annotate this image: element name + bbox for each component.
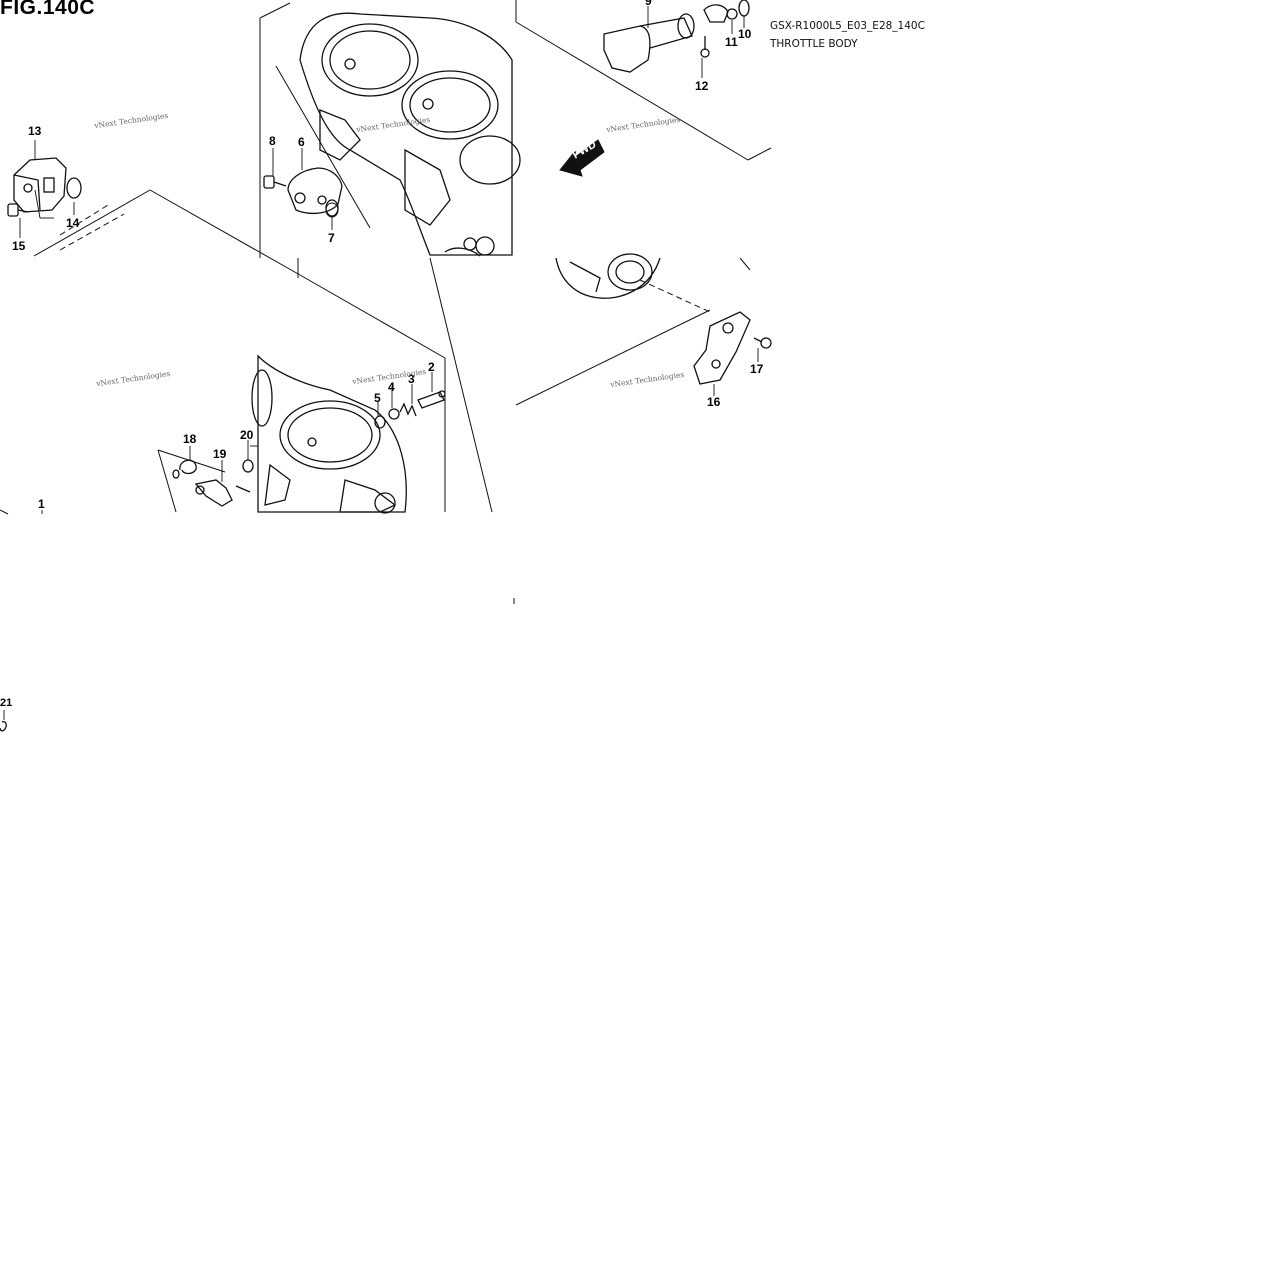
callout-1: 1	[38, 497, 45, 511]
o-ring-5	[374, 415, 386, 429]
panel-border-line	[515, 21, 749, 161]
callout-17: 17	[750, 362, 764, 376]
panel-border-line	[515, 309, 711, 406]
screw-8	[263, 175, 287, 189]
callout-20: 20	[240, 428, 254, 442]
callout-5: 5	[374, 391, 381, 405]
sensor-6	[287, 167, 343, 217]
callout-11: 11	[725, 35, 738, 49]
throttle-body-lower-part	[251, 354, 407, 514]
callout-10: 10	[738, 27, 752, 41]
throttle-body-upper-part	[299, 12, 521, 257]
callout-12: 12	[695, 79, 709, 93]
washer-4	[388, 408, 400, 420]
washer-20	[235, 459, 254, 493]
screw-15	[7, 203, 29, 217]
o-ring-7	[325, 202, 339, 218]
panel-border-line	[299, 274, 446, 359]
callout-9: 9	[645, 0, 652, 8]
spring-18	[172, 459, 197, 479]
callout-15: 15	[12, 239, 26, 253]
sensor-13	[13, 157, 82, 213]
callout-6: 6	[298, 135, 305, 149]
panel-border-line	[149, 189, 301, 276]
bracket-16	[693, 311, 751, 385]
panel-border-line	[157, 449, 177, 513]
callout-8: 8	[269, 134, 276, 148]
panel-border-line	[33, 189, 151, 257]
panel-border-line	[739, 257, 751, 271]
screw-17	[753, 337, 772, 349]
callout-leaders	[3, 6, 759, 720]
throttle-body-right-fragment	[555, 253, 661, 299]
callout-4: 4	[388, 380, 395, 394]
clip-21	[0, 720, 7, 732]
callout-19: 19	[213, 447, 227, 461]
leader-dashed	[59, 213, 125, 251]
callout-13: 13	[28, 124, 42, 138]
callout-16: 16	[707, 395, 721, 409]
callout-3: 3	[408, 372, 415, 386]
spring-3	[399, 402, 417, 417]
callout-18: 18	[183, 432, 197, 446]
panel-border-line	[259, 2, 291, 19]
sensor-9	[603, 0, 750, 73]
figure-title: FIG.140C	[0, 0, 96, 19]
panel-border-line	[275, 65, 371, 229]
panel-border-line	[429, 257, 493, 513]
callout-21: 21	[0, 697, 13, 709]
callout-14: 14	[66, 216, 80, 230]
callout-2: 2	[428, 360, 435, 374]
model-code: GSX-R1000L5_E03_E28_140C	[770, 20, 925, 32]
screw-19	[194, 479, 233, 507]
fwd-arrow	[559, 139, 605, 177]
diagram-subtitle: THROTTLE BODY	[770, 38, 858, 50]
panel-border-line	[747, 147, 772, 161]
panel-border-line	[0, 509, 9, 515]
pin-2	[417, 390, 446, 409]
callout-7: 7	[328, 231, 335, 245]
leader-dashed	[639, 279, 711, 313]
